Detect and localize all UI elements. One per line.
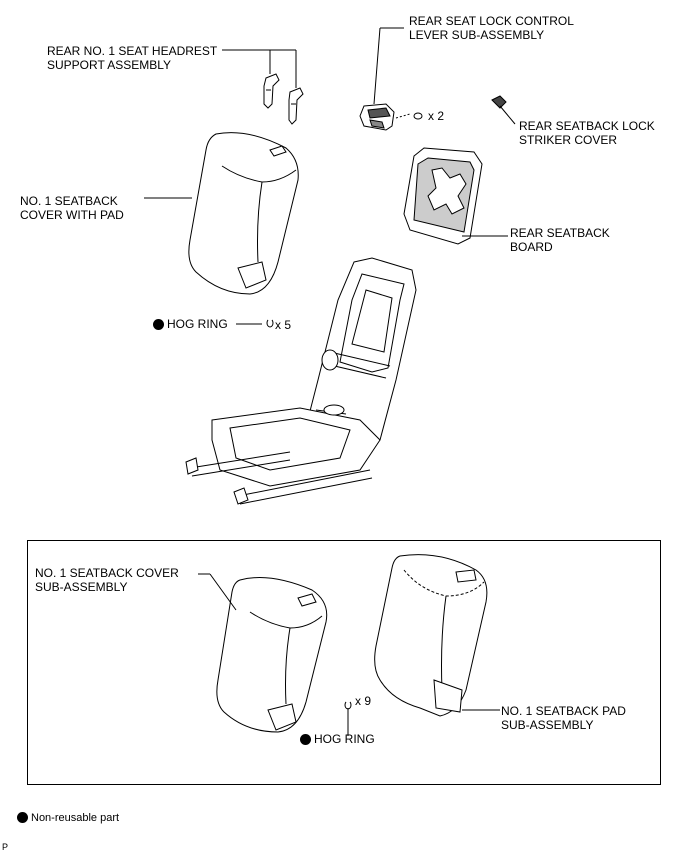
non-reusable-dot-icon: [153, 319, 164, 330]
label-line: REAR NO. 1 SEAT HEADREST: [47, 44, 218, 58]
sub-assembly-frame: [27, 540, 661, 785]
lock-lever-label: REAR SEAT LOCK CONTROL LEVER SUB-ASSEMBL…: [409, 14, 574, 42]
label-line: REAR SEATBACK LOCK: [519, 119, 655, 133]
headrest-support-assembly: [263, 73, 304, 125]
label-line: SUPPORT ASSEMBLY: [47, 58, 172, 72]
striker-cover-label: REAR SEATBACK LOCK STRIKER COVER: [519, 119, 655, 147]
seatback-pad-sub-assembly: [374, 554, 500, 717]
seat-frame: [185, 257, 417, 505]
hog-ring-top-label: HOG RING: [153, 317, 228, 331]
hog-ring-top-symbol: [236, 319, 274, 328]
hog-ring-bottom-symbol: [344, 701, 352, 736]
non-reusable-dot-icon: [17, 812, 28, 823]
screw-quantity: x 2: [428, 109, 445, 123]
label-line: NO. 1 SEATBACK COVER: [35, 566, 179, 580]
legend-text: Non-reusable part: [31, 812, 120, 824]
label-line: NO. 1 SEATBACK PAD: [501, 704, 626, 718]
label-line: SUB-ASSEMBLY: [35, 580, 128, 594]
label-line: LEVER SUB-ASSEMBLY: [409, 28, 545, 42]
label-line: REAR SEATBACK: [510, 226, 610, 240]
pad-sub-assembly-label: NO. 1 SEATBACK PAD SUB-ASSEMBLY: [501, 704, 626, 732]
hog-ring-bottom-quantity: x 9: [355, 694, 372, 708]
seatback-board: [403, 147, 508, 245]
seatback-cover-pad-label: NO. 1 SEATBACK COVER WITH PAD: [20, 194, 124, 222]
label-line: COVER WITH PAD: [20, 208, 124, 222]
headrest-support-label: REAR NO. 1 SEAT HEADREST SUPPORT ASSEMBL…: [47, 44, 217, 72]
seatback-cover-with-pad: [144, 132, 299, 295]
striker-cover: [491, 95, 516, 125]
legend: Non-reusable part: [17, 811, 119, 825]
non-reusable-dot-icon: [300, 734, 311, 745]
label-line: HOG RING: [314, 732, 375, 746]
label-line: BOARD: [510, 240, 553, 254]
cover-sub-assembly-label: NO. 1 SEATBACK COVER SUB-ASSEMBLY: [35, 566, 179, 594]
label-line: REAR SEAT LOCK CONTROL: [409, 14, 574, 28]
label-line: SUB-ASSEMBLY: [501, 718, 594, 732]
label-line: HOG RING: [167, 317, 228, 331]
figure-code: P: [2, 842, 9, 852]
hog-ring-top-quantity: x 5: [275, 318, 292, 332]
seatback-board-label: REAR SEATBACK BOARD: [510, 226, 610, 254]
label-line: NO. 1 SEATBACK: [20, 194, 118, 208]
hog-ring-bottom-label: HOG RING: [300, 732, 375, 746]
seatback-cover-sub-assembly: [198, 573, 328, 733]
headrest-leader: [222, 49, 297, 88]
lock-control-lever: [359, 27, 423, 131]
label-line: STRIKER COVER: [519, 133, 618, 147]
